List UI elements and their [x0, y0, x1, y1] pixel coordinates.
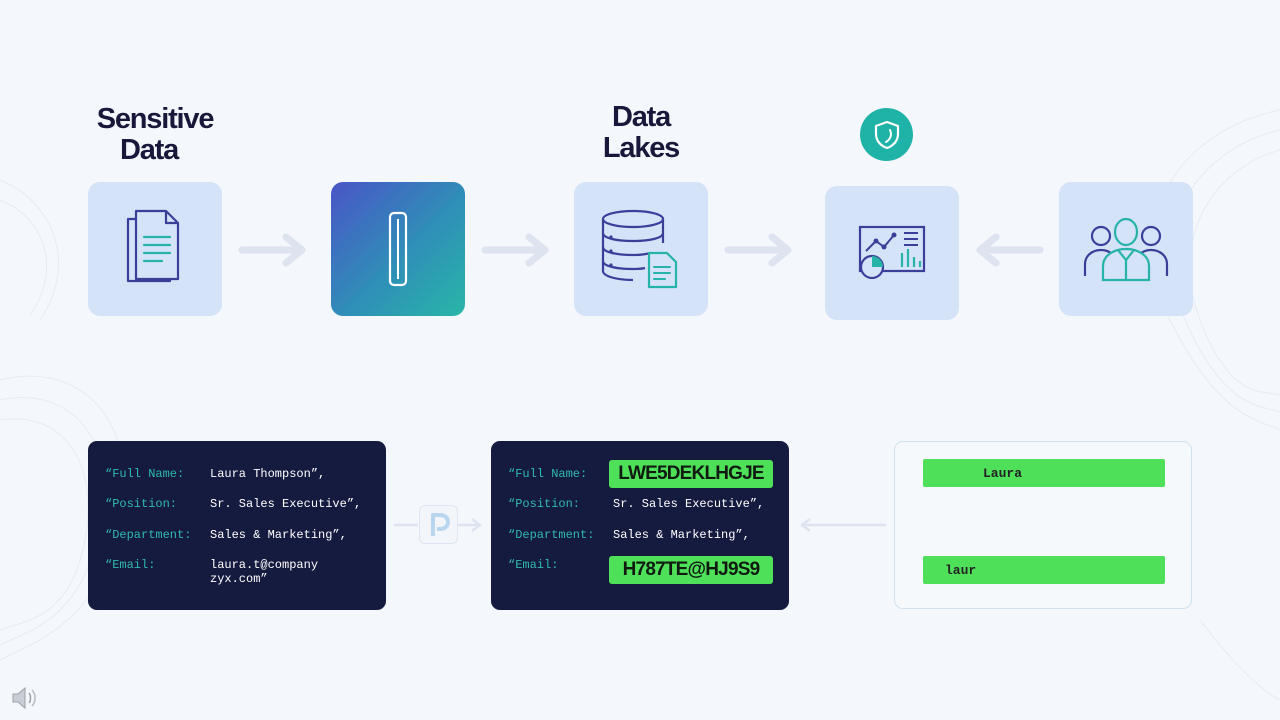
- value-department: Sales & Marketing”,: [210, 528, 347, 542]
- value-email-line2: zyx.com”: [210, 572, 268, 586]
- original-record-panel: “Full Name: Laura Thompson”, “Position: …: [88, 441, 386, 610]
- value-email-line1: laura.t@company: [210, 558, 319, 572]
- query-box: Laura laur: [894, 441, 1192, 609]
- value-email: laura.t@company zyx.com”: [210, 558, 318, 586]
- analytics-tile: [825, 186, 959, 320]
- database-icon: [601, 209, 678, 289]
- arrow-right-3: [724, 233, 792, 267]
- shield-icon: [874, 120, 899, 149]
- key-full-name: “Full Name:: [508, 467, 588, 481]
- data-lakes-title: Data Lakes: [602, 101, 680, 164]
- connector-line: [394, 518, 482, 532]
- arrow-right-1: [238, 233, 306, 267]
- arrow-left-1: [976, 233, 1044, 267]
- query-bar-full: Laura: [923, 459, 1165, 487]
- masked-full-name: LWE5DEKLHGJE: [609, 460, 773, 488]
- query-bar-full-text: Laura: [983, 465, 1023, 481]
- p-badge: [419, 505, 458, 544]
- data-lakes-tile: [574, 182, 708, 316]
- value-position: Sr. Sales Executive”,: [613, 497, 765, 511]
- key-email: “Email:: [105, 558, 156, 572]
- key-department: “Department:: [105, 528, 192, 542]
- key-position: “Position:: [105, 497, 178, 511]
- users-tile: [1059, 182, 1193, 316]
- masked-email: H787TE@HJ9S9: [609, 556, 773, 584]
- key-email: “Email:: [508, 558, 559, 572]
- p-logo-icon: [430, 512, 450, 536]
- arrow-right-2: [481, 233, 549, 267]
- key-full-name: “Full Name:: [105, 467, 185, 481]
- masked-record-panel: “Full Name: LWE5DEKLHGJE “Position: Sr. …: [491, 441, 789, 610]
- value-department: Sales & Marketing”,: [613, 528, 750, 542]
- users-group-icon: [1083, 217, 1169, 282]
- processor-icon: [388, 211, 408, 287]
- key-position: “Position:: [508, 497, 581, 511]
- speaker-icon[interactable]: [10, 686, 40, 710]
- arrow-left-2: [800, 518, 886, 532]
- value-position: Sr. Sales Executive”,: [210, 497, 362, 511]
- sensitive-data-title: Sensitive Data: [96, 103, 215, 166]
- shield-badge: [860, 108, 913, 161]
- key-department: “Department:: [508, 528, 595, 542]
- sensitive-data-tile: [88, 182, 222, 316]
- value-full-name: Laura Thompson”,: [210, 467, 326, 481]
- analytics-dashboard-icon: [858, 225, 926, 280]
- query-bar-partial-text: laur: [945, 562, 977, 578]
- documents-icon: [126, 209, 180, 283]
- query-bar-partial: laur: [923, 556, 1165, 584]
- processor-tile: [331, 182, 465, 316]
